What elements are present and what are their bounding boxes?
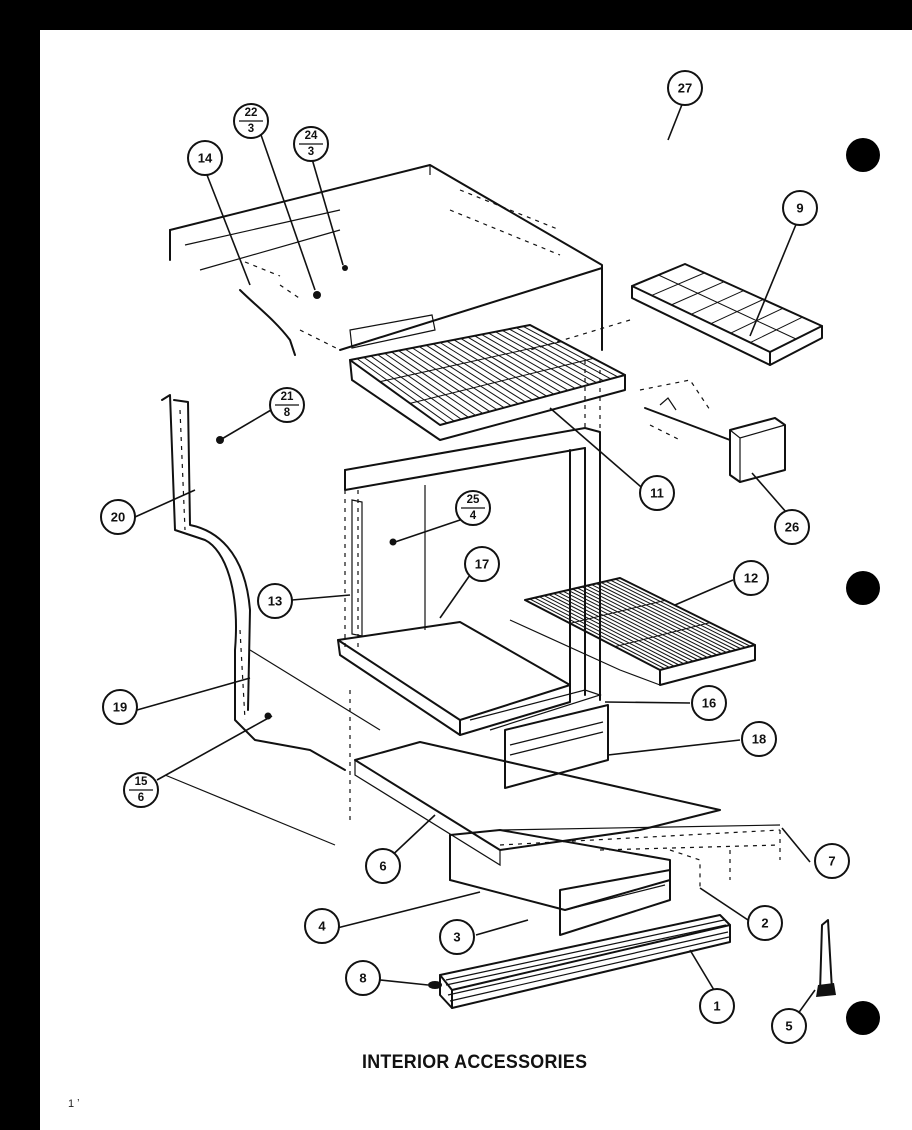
svg-text:17: 17 (475, 557, 489, 572)
part-callouts: 27 14 22 3 24 3 9 21 8 11 26 20 25 4 13 … (100, 70, 850, 1044)
svg-text:1: 1 (713, 999, 720, 1014)
callout-25-4: 25 4 (455, 490, 491, 526)
callout-21-8: 21 8 (269, 387, 305, 423)
callout-27: 27 (667, 70, 703, 106)
icemaker-assembly (639, 379, 786, 483)
binder-hole-middle (846, 571, 880, 605)
callout-17: 17 (464, 546, 500, 582)
callout-15-6: 15 6 (123, 772, 159, 808)
svg-text:4: 4 (318, 919, 326, 934)
callout-4: 4 (304, 908, 340, 944)
svg-text:12: 12 (744, 571, 758, 586)
callout-3: 3 (439, 919, 475, 955)
callout-9: 9 (782, 190, 818, 226)
refrigerator-wire-shelf (509, 577, 756, 686)
svg-text:13: 13 (268, 594, 282, 609)
svg-text:6: 6 (138, 792, 144, 804)
fresh-food-compartment (344, 360, 601, 701)
callout-20: 20 (100, 499, 136, 535)
svg-text:5: 5 (785, 1019, 792, 1034)
svg-text:26: 26 (785, 520, 799, 535)
door-liner-gasket (161, 394, 381, 846)
svg-text:21: 21 (281, 391, 294, 403)
callout-24-3: 24 3 (293, 126, 329, 162)
svg-text:24: 24 (305, 130, 318, 142)
svg-text:27: 27 (678, 81, 692, 96)
svg-text:14: 14 (198, 151, 213, 166)
callout-6: 6 (365, 848, 401, 884)
kick-plate-grille (439, 914, 731, 1009)
svg-text:8: 8 (284, 407, 291, 419)
svg-text:11: 11 (650, 486, 664, 501)
leader-lines (134, 101, 816, 1023)
svg-text:9: 9 (796, 201, 803, 216)
svg-text:19: 19 (113, 700, 127, 715)
callout-11: 11 (639, 475, 675, 511)
bottom-floor-panel (354, 741, 781, 867)
exploded-view-drawing: 27 14 22 3 24 3 9 21 8 11 26 20 25 4 13 … (100, 70, 850, 1044)
callout-8: 8 (345, 960, 381, 996)
callout-7: 7 (814, 843, 850, 879)
svg-text:3: 3 (248, 123, 254, 135)
callout-2: 2 (747, 905, 783, 941)
ice-cube-tray (529, 263, 823, 366)
svg-text:3: 3 (453, 930, 460, 945)
svg-text:8: 8 (359, 971, 366, 986)
svg-text:25: 25 (467, 494, 480, 506)
svg-text:6: 6 (379, 859, 386, 874)
binder-hole-bottom (846, 1001, 880, 1035)
callout-1: 1 (699, 988, 735, 1024)
svg-text:4: 4 (470, 510, 477, 522)
svg-text:2: 2 (761, 916, 768, 931)
callout-18: 18 (741, 721, 777, 757)
callout-19: 19 (102, 689, 138, 725)
callout-13: 13 (257, 583, 293, 619)
callout-22-3: 22 3 (233, 103, 269, 139)
callout-12: 12 (733, 560, 769, 596)
page-number: 1 ʼ (68, 1098, 80, 1110)
freezer-wire-shelf (349, 324, 626, 441)
svg-text:15: 15 (135, 776, 148, 788)
callout-26: 26 (774, 509, 810, 545)
binder-hole-top (846, 138, 880, 172)
callout-16: 16 (691, 685, 727, 721)
svg-text:20: 20 (111, 510, 125, 525)
freezer-compartment (169, 164, 603, 356)
parts-diagram-sheet: 27 14 22 3 24 3 9 21 8 11 26 20 25 4 13 … (40, 30, 912, 1130)
svg-text:3: 3 (308, 146, 314, 158)
callout-14: 14 (187, 140, 223, 176)
svg-text:16: 16 (702, 696, 716, 711)
meat-drawer (449, 829, 731, 936)
diagram-title: INTERIOR ACCESSORIES (362, 1052, 588, 1073)
svg-text:22: 22 (245, 107, 258, 119)
leveling-leg (816, 919, 836, 997)
callout-5: 5 (771, 1008, 807, 1044)
svg-text:18: 18 (752, 732, 766, 747)
crisper-assembly (337, 621, 609, 789)
svg-text:7: 7 (828, 854, 835, 869)
